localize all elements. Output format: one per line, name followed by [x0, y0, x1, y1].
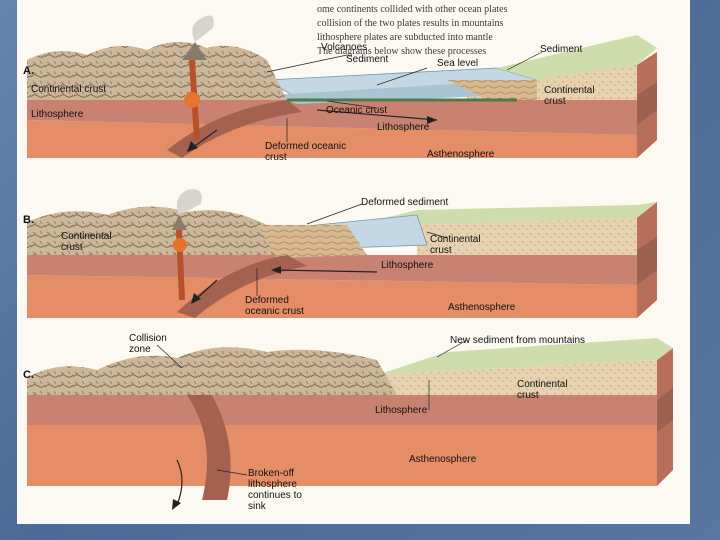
label-broken-1: Broken-off	[248, 468, 294, 479]
label-broken-2: lithosphere	[248, 479, 297, 490]
label-broken-3: continues to	[248, 490, 302, 501]
label-new-sediment: New sediment from mountains	[450, 335, 585, 346]
label-continental-crust-a-right-1: Continental	[544, 85, 595, 96]
panel-a-letter: A.	[23, 65, 34, 77]
label-continental-c-2: crust	[517, 390, 539, 401]
label-collision-1: Collision	[129, 333, 167, 344]
bleed-text-1: ome continents collided with other ocean…	[317, 4, 508, 15]
label-deformed-oceanic-a-2: crust	[265, 152, 287, 163]
figure-panel: ome continents collided with other ocean…	[17, 0, 690, 524]
label-broken-4: sink	[248, 501, 267, 512]
label-continental-crust-a-right-2: crust	[544, 96, 566, 107]
panel-c-block	[27, 338, 673, 510]
diagram-svg: ome continents collided with other ocean…	[17, 0, 690, 524]
panel-c-letter: C.	[23, 369, 34, 381]
panel-b-letter: B.	[23, 214, 34, 226]
bleed-text-2: collision of the two plates results in m…	[317, 18, 503, 29]
label-continental-c-1: Continental	[517, 379, 568, 390]
label-volcanoes: Volcanoes	[321, 42, 367, 53]
panel-b-block	[27, 189, 657, 318]
label-lithosphere-b: Lithosphere	[381, 260, 434, 271]
label-deformed-oceanic-b-1: Deformed	[245, 295, 289, 306]
label-sea-level: Sea level	[437, 58, 478, 69]
label-continental-crust-a-left: Continental crust	[31, 84, 106, 95]
label-deformed-oceanic-b-2: oceanic crust	[245, 306, 304, 317]
label-deformed-sediment: Deformed sediment	[361, 197, 448, 208]
label-asthenosphere-c: Asthenosphere	[409, 454, 477, 465]
label-sediment-left: Sediment	[346, 54, 388, 65]
label-lithosphere-a-left: Lithosphere	[31, 109, 84, 120]
label-sediment-right: Sediment	[540, 44, 582, 55]
label-deformed-oceanic-a-1: Deformed oceanic	[265, 141, 346, 152]
label-continental-b-left-1: Continental	[61, 231, 112, 242]
label-asthenosphere-a: Asthenosphere	[427, 149, 495, 160]
label-oceanic-crust: Oceanic crust	[326, 105, 387, 116]
label-asthenosphere-b: Asthenosphere	[448, 302, 516, 313]
label-continental-b-right-2: crust	[430, 245, 452, 256]
label-collision-2: zone	[129, 344, 151, 355]
label-lithosphere-a-mid: Lithosphere	[377, 122, 430, 133]
label-continental-b-right-1: Continental	[430, 234, 481, 245]
label-continental-b-left-2: crust	[61, 242, 83, 253]
label-lithosphere-c: Lithosphere	[375, 405, 428, 416]
